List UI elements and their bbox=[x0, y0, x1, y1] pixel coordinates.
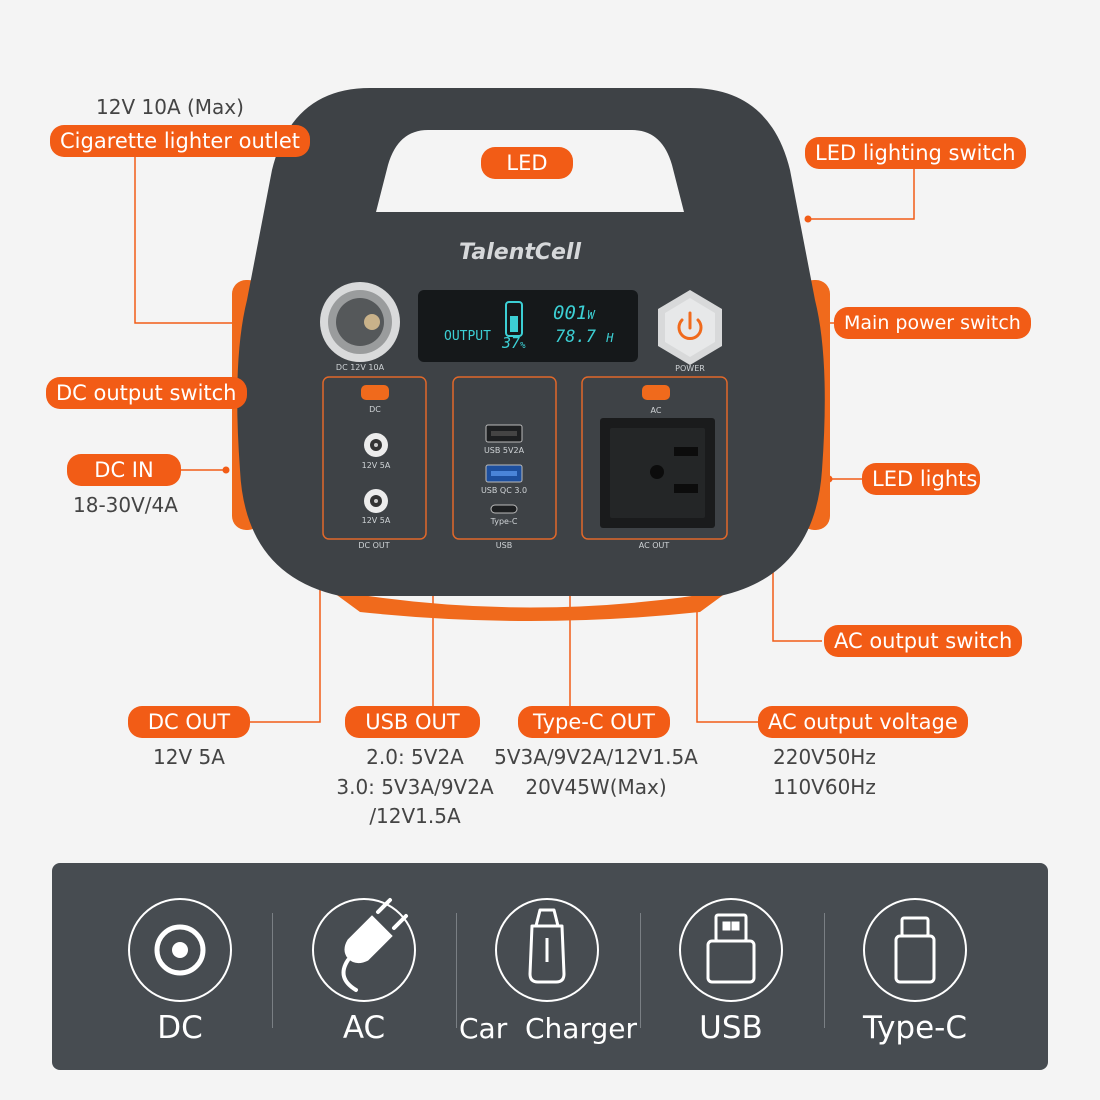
typec-spec-2: 20V45W(Max) bbox=[525, 775, 667, 799]
tag-led-lighting-switch: LED lighting switch bbox=[805, 137, 1026, 169]
panel-label-dc: DC bbox=[157, 1010, 203, 1046]
panel-label-usb: USB bbox=[699, 1010, 763, 1046]
dc-port-1[interactable] bbox=[364, 433, 388, 457]
tag-dc-output-switch: DC output switch bbox=[46, 377, 247, 409]
dc-switch-label: DC bbox=[369, 405, 381, 414]
output-types-panel bbox=[52, 863, 1048, 1070]
panel-divider-4 bbox=[824, 913, 825, 1028]
cigarette-spec: 12V 10A (Max) bbox=[96, 95, 244, 119]
display-watts-unit: W bbox=[587, 308, 595, 322]
usb-section-label: USB bbox=[495, 541, 513, 550]
power-icon bbox=[677, 311, 703, 340]
brand-logo: TalentCell bbox=[458, 240, 582, 265]
panel-label-type-c: Type-C bbox=[862, 1010, 968, 1046]
dc-socket-label: DC 12V 10A bbox=[335, 363, 385, 372]
tag-dc-out: DC OUT bbox=[128, 706, 250, 738]
tag-ac-output-switch: AC output switch bbox=[824, 625, 1023, 657]
display-watts: 001 bbox=[553, 302, 588, 324]
lcd-display bbox=[418, 290, 638, 362]
ac-spec-1: 220V50Hz bbox=[773, 745, 876, 769]
battery-icon bbox=[505, 301, 523, 337]
device-foot bbox=[330, 590, 730, 621]
ac-switch[interactable] bbox=[642, 385, 670, 400]
dc-out-spec: 12V 5A bbox=[153, 745, 225, 769]
dc-section-label: DC OUT bbox=[358, 541, 390, 550]
type-c-port[interactable] bbox=[490, 504, 518, 514]
dc-switch[interactable] bbox=[361, 385, 389, 400]
ac-plug-icon bbox=[341, 898, 408, 992]
panel-divider-2 bbox=[456, 913, 457, 1028]
tag-dc-in: DC IN bbox=[67, 454, 181, 486]
tag-cigarette-outlet: Cigarette lighter outlet bbox=[50, 125, 311, 157]
usb-spec-1: 2.0: 5V2A bbox=[366, 745, 464, 769]
type-c-label: Type-C bbox=[490, 517, 518, 526]
usb-icon bbox=[706, 913, 756, 984]
car-charger-icon bbox=[528, 908, 566, 984]
display-battery-percent: 37 bbox=[502, 334, 521, 352]
panel-label-car-charger: Car Charger bbox=[458, 1012, 637, 1045]
power-label: POWER bbox=[675, 364, 705, 373]
usb-a-label: USB 5V2A bbox=[483, 446, 525, 455]
typec-spec-1: 5V3A/9V2A/12V1.5A bbox=[494, 745, 698, 769]
display-hours: 78.7 bbox=[555, 327, 596, 347]
ac-out-section bbox=[581, 376, 728, 540]
tag-main-power-switch: Main power switch bbox=[834, 307, 1031, 339]
ac-switch-label: AC bbox=[650, 406, 662, 415]
tag-ac-output-voltage: AC output voltage bbox=[758, 706, 968, 738]
usb-qc-label: USB QC 3.0 bbox=[480, 486, 528, 495]
usb-spec-3: /12V1.5A bbox=[369, 804, 461, 828]
tag-led: LED bbox=[481, 147, 573, 179]
type-c-icon bbox=[894, 916, 936, 984]
panel-divider-3 bbox=[640, 913, 641, 1028]
tag-type-c-out: Type-C OUT bbox=[518, 706, 670, 738]
panel-label-ac: AC bbox=[342, 1010, 386, 1046]
usb-section bbox=[452, 376, 557, 540]
tag-usb-out: USB OUT bbox=[345, 706, 480, 738]
ac-spec-2: 110V60Hz bbox=[773, 775, 876, 799]
display-hours-unit: H bbox=[606, 331, 614, 345]
display-output-label: OUTPUT bbox=[444, 329, 491, 344]
dc-port-2-label: 12V 5A bbox=[361, 516, 391, 525]
tag-led-lights: LED lights bbox=[862, 463, 980, 495]
dc-port-icon bbox=[154, 924, 206, 976]
dc-port-1-label: 12V 5A bbox=[361, 461, 391, 470]
dc-port-2[interactable] bbox=[364, 489, 388, 513]
ac-section-label: AC OUT bbox=[638, 541, 670, 550]
usb-spec-2: 3.0: 5V3A/9V2A bbox=[336, 775, 494, 799]
panel-divider-1 bbox=[272, 913, 273, 1028]
dc-in-spec: 18-30V/4A bbox=[73, 493, 178, 517]
display-percent-unit: % bbox=[520, 341, 526, 351]
dc-out-section bbox=[322, 376, 427, 540]
